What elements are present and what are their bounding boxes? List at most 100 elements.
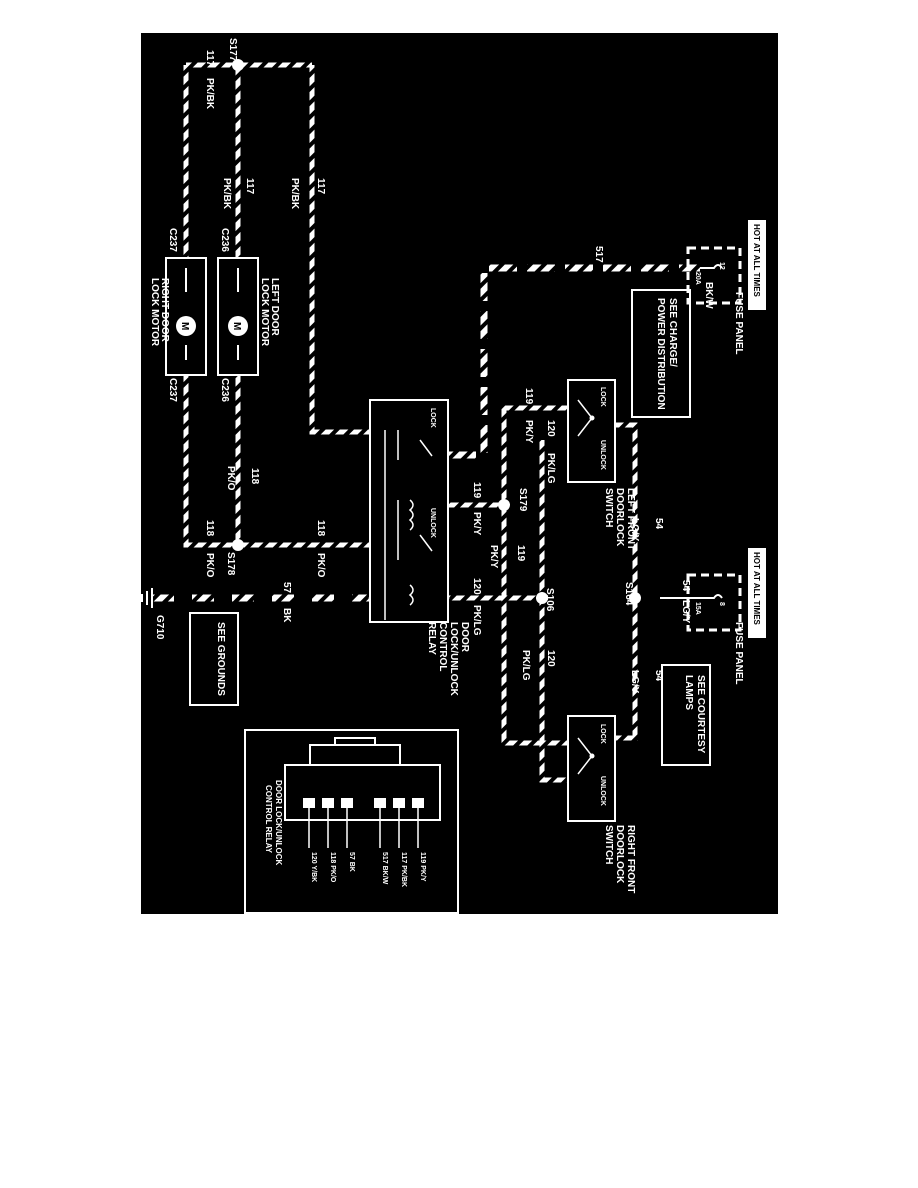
label-pklg-a: PK/LG — [471, 605, 482, 636]
connector-view — [244, 729, 459, 914]
fuse-1-rating: 20A — [694, 272, 701, 285]
label-120-b: 120 — [545, 650, 556, 667]
right-switch-lock: LOCK — [599, 724, 606, 744]
label-117-a: 117 — [204, 50, 215, 67]
connector-pin-2: 117 PK/BK — [400, 852, 407, 887]
label-pkbk-a: PK/BK — [204, 78, 215, 110]
label-lgy-c: LG/Y — [629, 670, 640, 694]
wire-517 — [448, 264, 700, 459]
label-s164: S164 — [623, 582, 634, 606]
left-switch-name-3: SWITCH — [603, 488, 614, 527]
label-118-c: 118 — [315, 520, 326, 537]
fuse-1-number: 12 — [718, 262, 725, 270]
label-lgy-a: LG/Y — [629, 518, 640, 542]
lock-unlock-relay — [369, 399, 449, 623]
see-courtesy-box — [661, 664, 711, 766]
label-pko-a: PK/O — [225, 466, 236, 491]
wire-119 — [448, 405, 568, 746]
label-bk: BK — [281, 608, 292, 623]
splice-dots — [232, 59, 641, 604]
label-g710: G710 — [154, 615, 165, 640]
connector-title-2: CONTROL RELAY — [264, 785, 273, 854]
right-switch-name-3: SWITCH — [603, 825, 614, 864]
label-lgy-b: LG/Y — [680, 600, 691, 624]
connector-pin-5: 118 PK/O — [329, 852, 336, 883]
relay-unlock-label: UNLOCK — [429, 508, 436, 538]
label-s178: S178 — [225, 552, 236, 576]
right-motor-symbol: M — [179, 322, 190, 330]
right-motor-name-2: LOCK MOTOR — [149, 278, 160, 347]
connector-pin-4: 57 BK — [348, 852, 355, 872]
fuse-2-rating: 15A — [694, 602, 701, 615]
label-119-b: 119 — [515, 545, 526, 562]
left-motor-symbol: M — [231, 322, 242, 330]
label-pko-b: PK/O — [204, 553, 215, 578]
fuse-panel-1 — [686, 220, 766, 310]
left-switch-unlock: UNLOCK — [599, 440, 606, 470]
right-lock-motor — [165, 257, 207, 376]
label-57: 57 — [281, 582, 292, 594]
label-pklg-b: PK/LG — [520, 650, 531, 681]
label-pky-a: PK/Y — [471, 512, 482, 536]
label-517: 517 — [593, 246, 604, 263]
fuse-1-label: FUSE PANEL — [733, 292, 744, 355]
label-119-a: 119 — [471, 482, 482, 499]
label-pky-c: PK/Y — [523, 420, 534, 444]
right-switch-name-2: DOORLOCK — [614, 825, 625, 884]
label-c237-top: C237 — [167, 228, 178, 252]
left-door-switch — [567, 379, 616, 483]
label-s179: S179 — [517, 488, 528, 512]
right-motor-name-1: RIGHT DOOR — [159, 278, 170, 343]
wire-120 — [448, 440, 568, 783]
see-charge-line2: POWER DISTRIBUTION — [655, 298, 666, 410]
label-119-c: 119 — [523, 388, 534, 405]
label-s106: S106 — [544, 588, 555, 612]
relay-name-1: DOOR — [459, 622, 470, 653]
label-c236-bottom: C236 — [219, 378, 230, 402]
right-switch-name-1: RIGHT FRONT — [625, 825, 636, 893]
wire-117 — [183, 62, 370, 435]
label-54-c: 54 — [653, 670, 664, 682]
see-charge-line1: SEE CHARGE/ — [667, 298, 678, 367]
connector-pin-1: 119 PK/Y — [419, 852, 426, 882]
label-pky-b: PK/Y — [488, 545, 499, 569]
relay-name-3: CONTROL — [437, 622, 448, 671]
fuse-2-label: FUSE PANEL — [733, 622, 744, 685]
label-118-b: 118 — [204, 520, 215, 537]
relay-name-2: LOCK/UNLOCK — [448, 622, 459, 697]
label-54-a: 54 — [653, 518, 664, 530]
left-switch-name-1: LEFT FRONT — [625, 488, 636, 550]
relay-lock-label: LOCK — [429, 408, 436, 428]
see-charge-box — [631, 289, 691, 418]
see-grounds-text: SEE GROUNDS — [215, 622, 226, 696]
fuse-panel-2 — [660, 548, 766, 638]
label-c236-top: C236 — [219, 228, 230, 252]
label-c237-bottom: C237 — [167, 378, 178, 402]
label-pko-c: PK/O — [315, 553, 326, 578]
ground-symbol — [141, 588, 153, 608]
right-switch-unlock: UNLOCK — [599, 776, 606, 806]
label-s177: S177 — [227, 38, 238, 62]
left-motor-name-2: LOCK MOTOR — [259, 278, 270, 347]
see-courtesy-line2: LAMPS — [683, 675, 694, 710]
fuse-2-header: HOT AT ALL TIMES — [752, 552, 761, 626]
left-motor-name-1: LEFT DOOR — [269, 278, 280, 337]
label-bkw: BK/W — [703, 282, 714, 309]
label-pkbk-c: PK/BK — [289, 178, 300, 210]
fuse-2-number: 8 — [718, 602, 725, 606]
connector-pin-3: 517 BK/W — [381, 852, 388, 885]
label-117-c: 117 — [315, 178, 326, 195]
connector-title-1: DOOR LOCK/UNLOCK — [274, 780, 283, 866]
left-switch-lock: LOCK — [599, 387, 606, 407]
label-118-a: 118 — [249, 468, 260, 485]
left-switch-name-2: DOORLOCK — [614, 488, 625, 547]
relay-name-4: RELAY — [426, 622, 437, 655]
label-pklg-c: PK/LG — [545, 453, 556, 484]
label-pkbk-b: PK/BK — [221, 178, 232, 210]
label-54-b: 54 — [680, 580, 691, 592]
label-120-a: 120 — [471, 578, 482, 595]
fuse-1-header: HOT AT ALL TIMES — [752, 224, 761, 298]
see-grounds-box — [189, 612, 239, 706]
left-lock-motor — [217, 257, 259, 376]
